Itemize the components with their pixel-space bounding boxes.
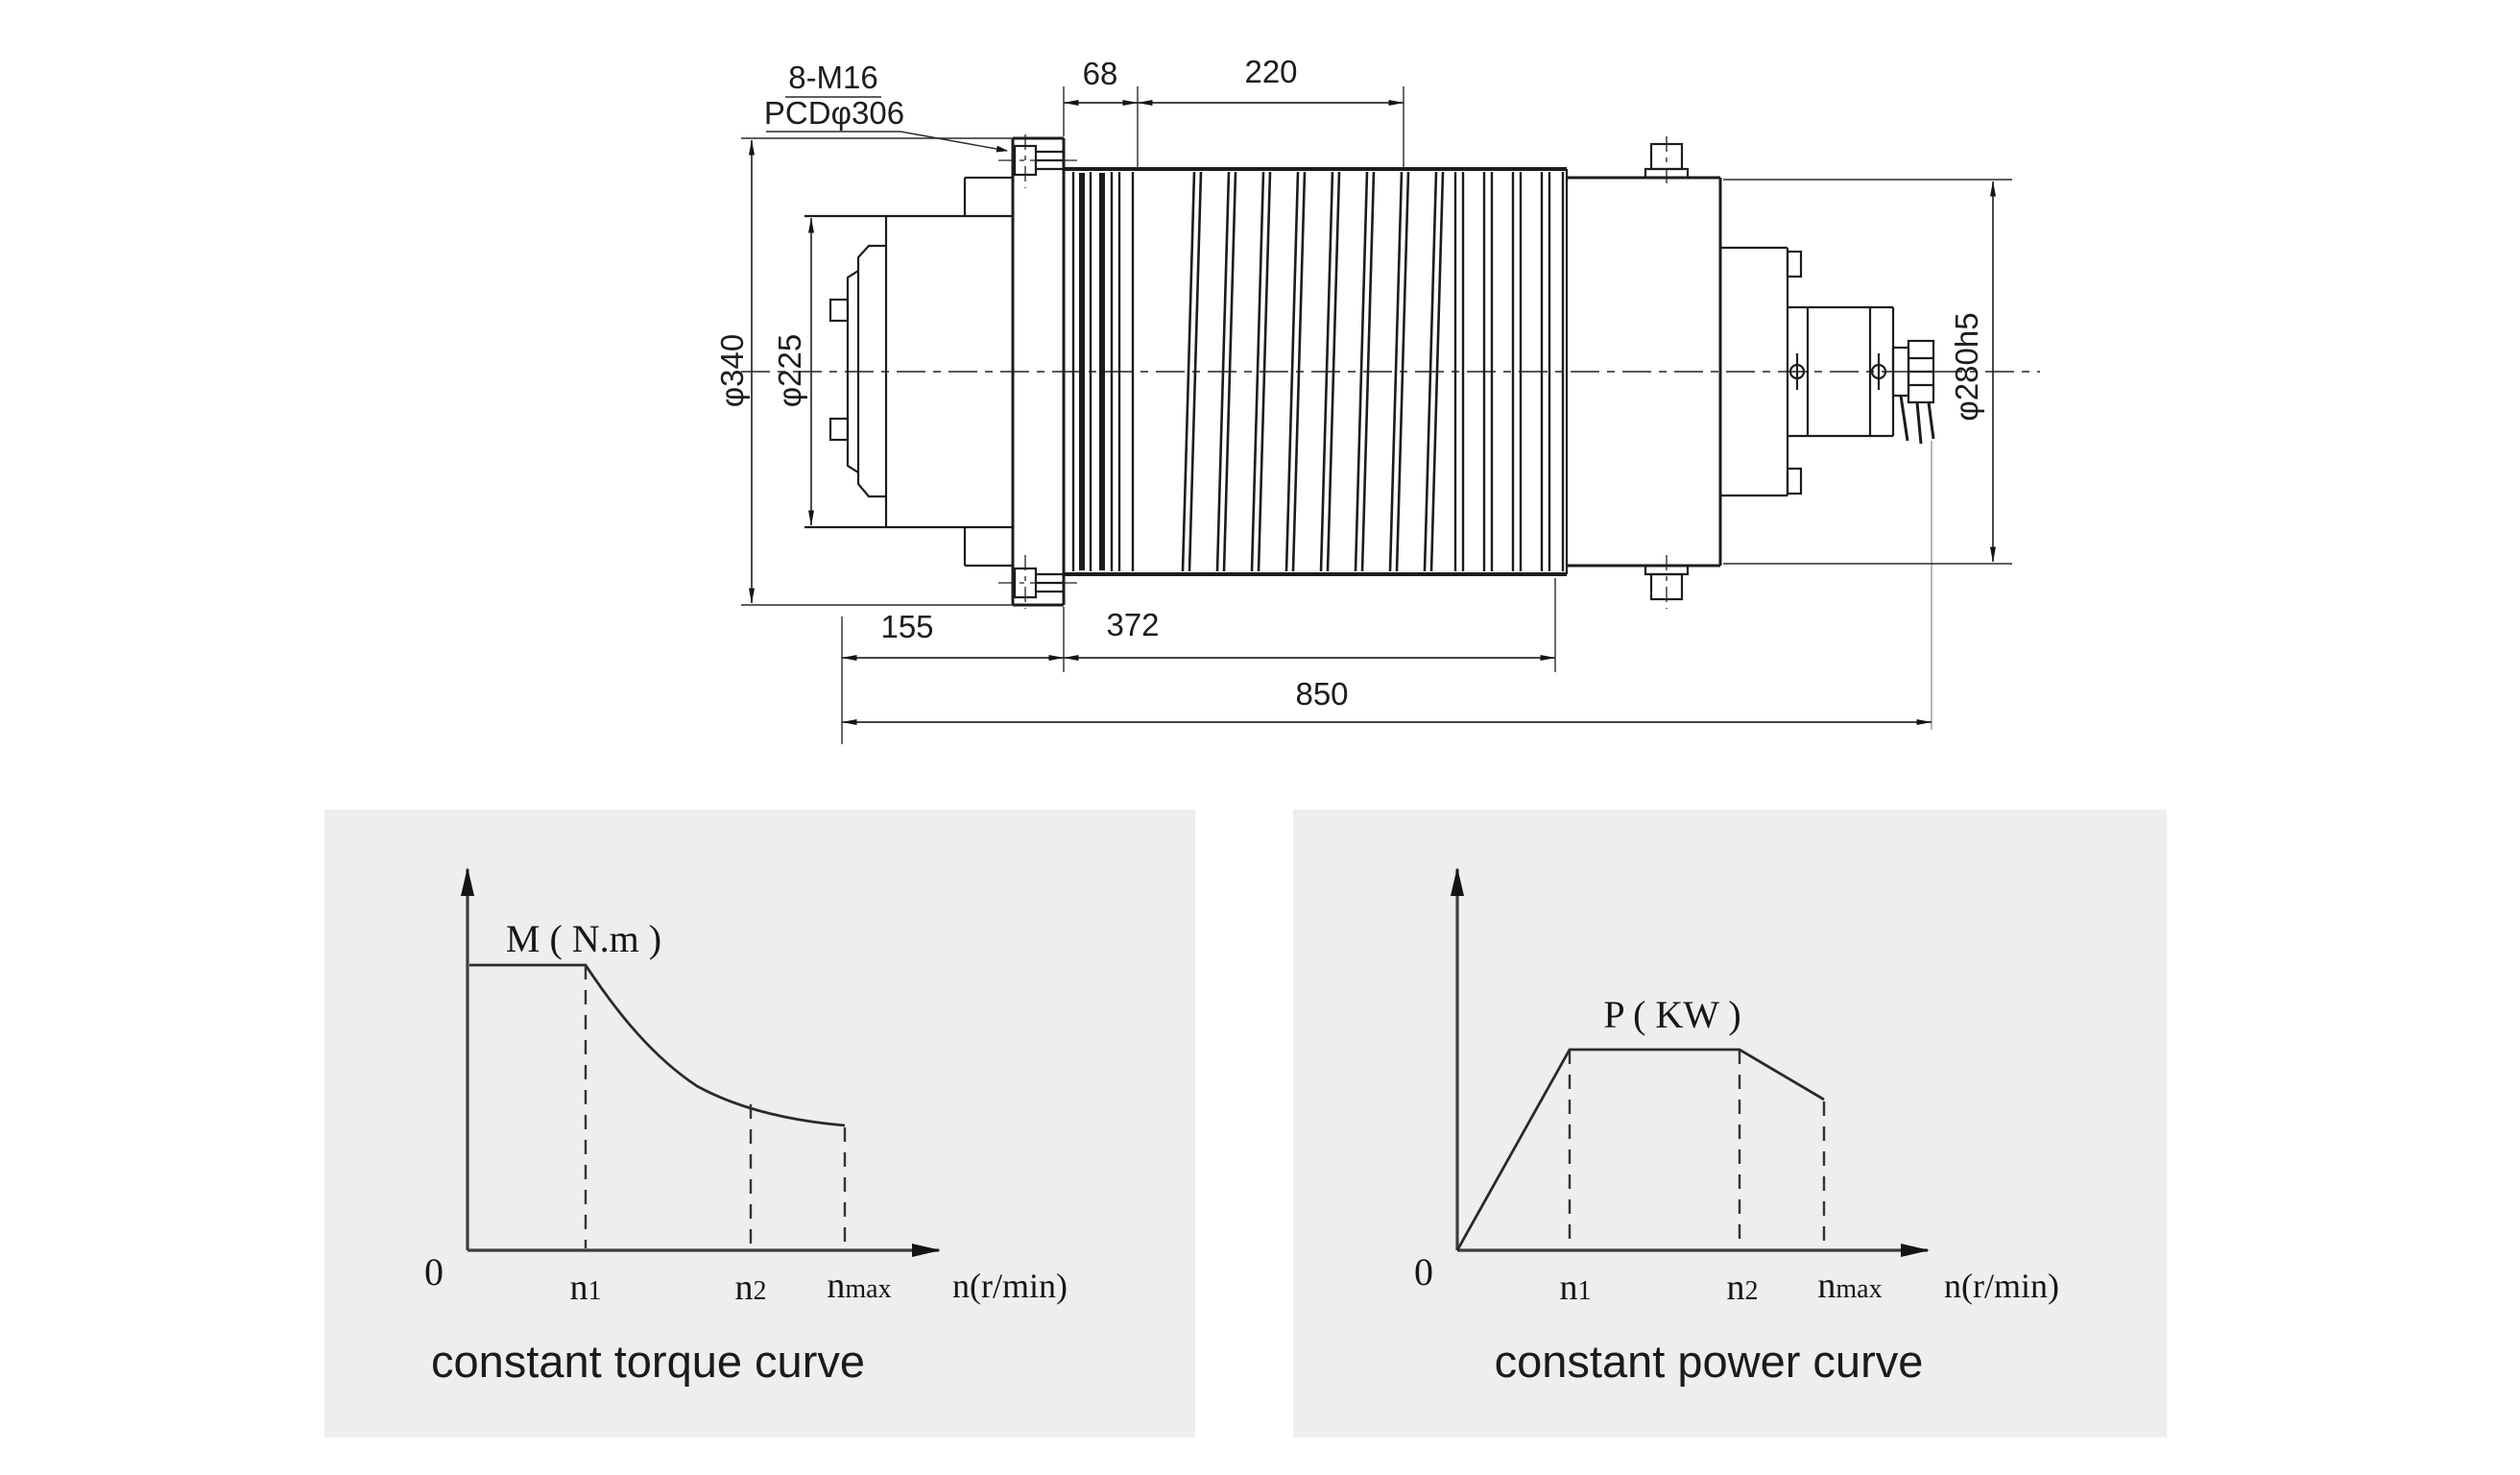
flange-bolt-top (998, 134, 1080, 188)
cooling-fin-line (1354, 171, 1369, 572)
cooling-fin-line (1360, 171, 1376, 572)
flange-bolt-bottom (998, 555, 1080, 609)
housing-bolt-bottom (1644, 555, 1690, 609)
torque-y-label: M ( N.m ) (506, 917, 661, 960)
cooling-fin-line (1222, 171, 1237, 572)
dim-phi280h5: φ280h5 (1723, 179, 2012, 565)
dim-155-label: 155 (880, 609, 933, 644)
dim-155: 155 (841, 607, 1065, 744)
cooling-fin-line (1423, 171, 1438, 572)
rear-step-section (1720, 246, 1803, 497)
dim-220-label: 220 (1244, 54, 1297, 89)
dia-body-label: φ280h5 (1949, 312, 1984, 421)
mounting-flange (998, 134, 1080, 609)
power-chart: P ( KW ) 0 n1 n2 nmax n(r/min) constant … (1293, 810, 2167, 1438)
dim-phi225: φ225 (772, 217, 814, 526)
dim-68: 68 (1063, 56, 1139, 167)
dia-flange-label: φ340 (714, 334, 750, 407)
power-origin-label: 0 (1414, 1250, 1433, 1294)
dia-front-label: φ225 (772, 334, 807, 407)
dim-850: 850 (841, 676, 1932, 725)
cooling-fin-line (1257, 171, 1272, 572)
power-tick-nmax: nmax (1817, 1266, 1882, 1306)
dim-220: 220 (1137, 54, 1404, 167)
cooling-fin-line (1250, 171, 1265, 572)
bolt-spec-label: 8-M16 (788, 60, 878, 95)
dim-372-label: 372 (1106, 607, 1159, 642)
cooling-fin-line (1388, 171, 1404, 572)
power-curve (1455, 1048, 1825, 1251)
pcd-label: PCDφ306 (764, 95, 904, 131)
spindle-motor-drawing: 8-M16 PCDφ306 68 220 φ34 (714, 54, 2040, 744)
torque-chart-panel (324, 810, 1195, 1438)
torque-x-label: n(r/min) (952, 1267, 1068, 1305)
dim-372: 372 (1063, 578, 1556, 672)
power-tick-n1: n1 (1560, 1268, 1592, 1308)
torque-origin-label: 0 (424, 1250, 444, 1294)
rear-housing (1567, 136, 1722, 609)
power-tick-n2: n2 (1727, 1268, 1759, 1308)
cooling-fin-line (1429, 171, 1445, 572)
dim-68-label: 68 (1083, 56, 1118, 91)
cooling-fin-line (1395, 171, 1410, 572)
dim-phi340: φ340 (714, 137, 1014, 606)
cooling-fin-line (1181, 171, 1196, 572)
torque-tick-n1: n1 (570, 1268, 602, 1308)
center-mark (1788, 353, 1806, 390)
torque-tick-n2: n2 (735, 1268, 767, 1308)
power-chart-panel (1293, 810, 2167, 1438)
cooling-fins (1071, 171, 1565, 572)
power-x-label: n(r/min) (1944, 1267, 2059, 1305)
cooling-fin-line (1188, 171, 1203, 572)
cooling-fin-line (1326, 171, 1341, 572)
cooling-fin-line (1319, 171, 1334, 572)
center-mark (1870, 353, 1887, 390)
power-chart-title: constant power curve (1495, 1336, 1924, 1387)
cooling-fin-line (1215, 171, 1231, 572)
power-y-label: P ( KW ) (1603, 993, 1740, 1036)
cable-connector (1891, 339, 1935, 730)
finned-motor-body (1064, 167, 1569, 576)
torque-chart: M ( N.m ) 0 n1 n2 nmax n(r/min) constant… (324, 810, 1195, 1438)
torque-curve (469, 963, 846, 1127)
dimensions: 8-M16 PCDφ306 68 220 φ34 (714, 54, 2012, 744)
dim-850-label: 850 (1295, 676, 1348, 712)
spindle-nose (804, 176, 1013, 568)
housing-bolt-top (1644, 136, 1690, 188)
cooling-fin-line (1284, 171, 1300, 572)
torque-tick-nmax: nmax (827, 1266, 891, 1306)
encoder-section (1788, 305, 1895, 438)
cooling-fin-line (1291, 171, 1307, 572)
bolt-spec-callout: 8-M16 PCDφ306 (764, 60, 1008, 153)
torque-chart-title: constant torque curve (431, 1336, 865, 1387)
